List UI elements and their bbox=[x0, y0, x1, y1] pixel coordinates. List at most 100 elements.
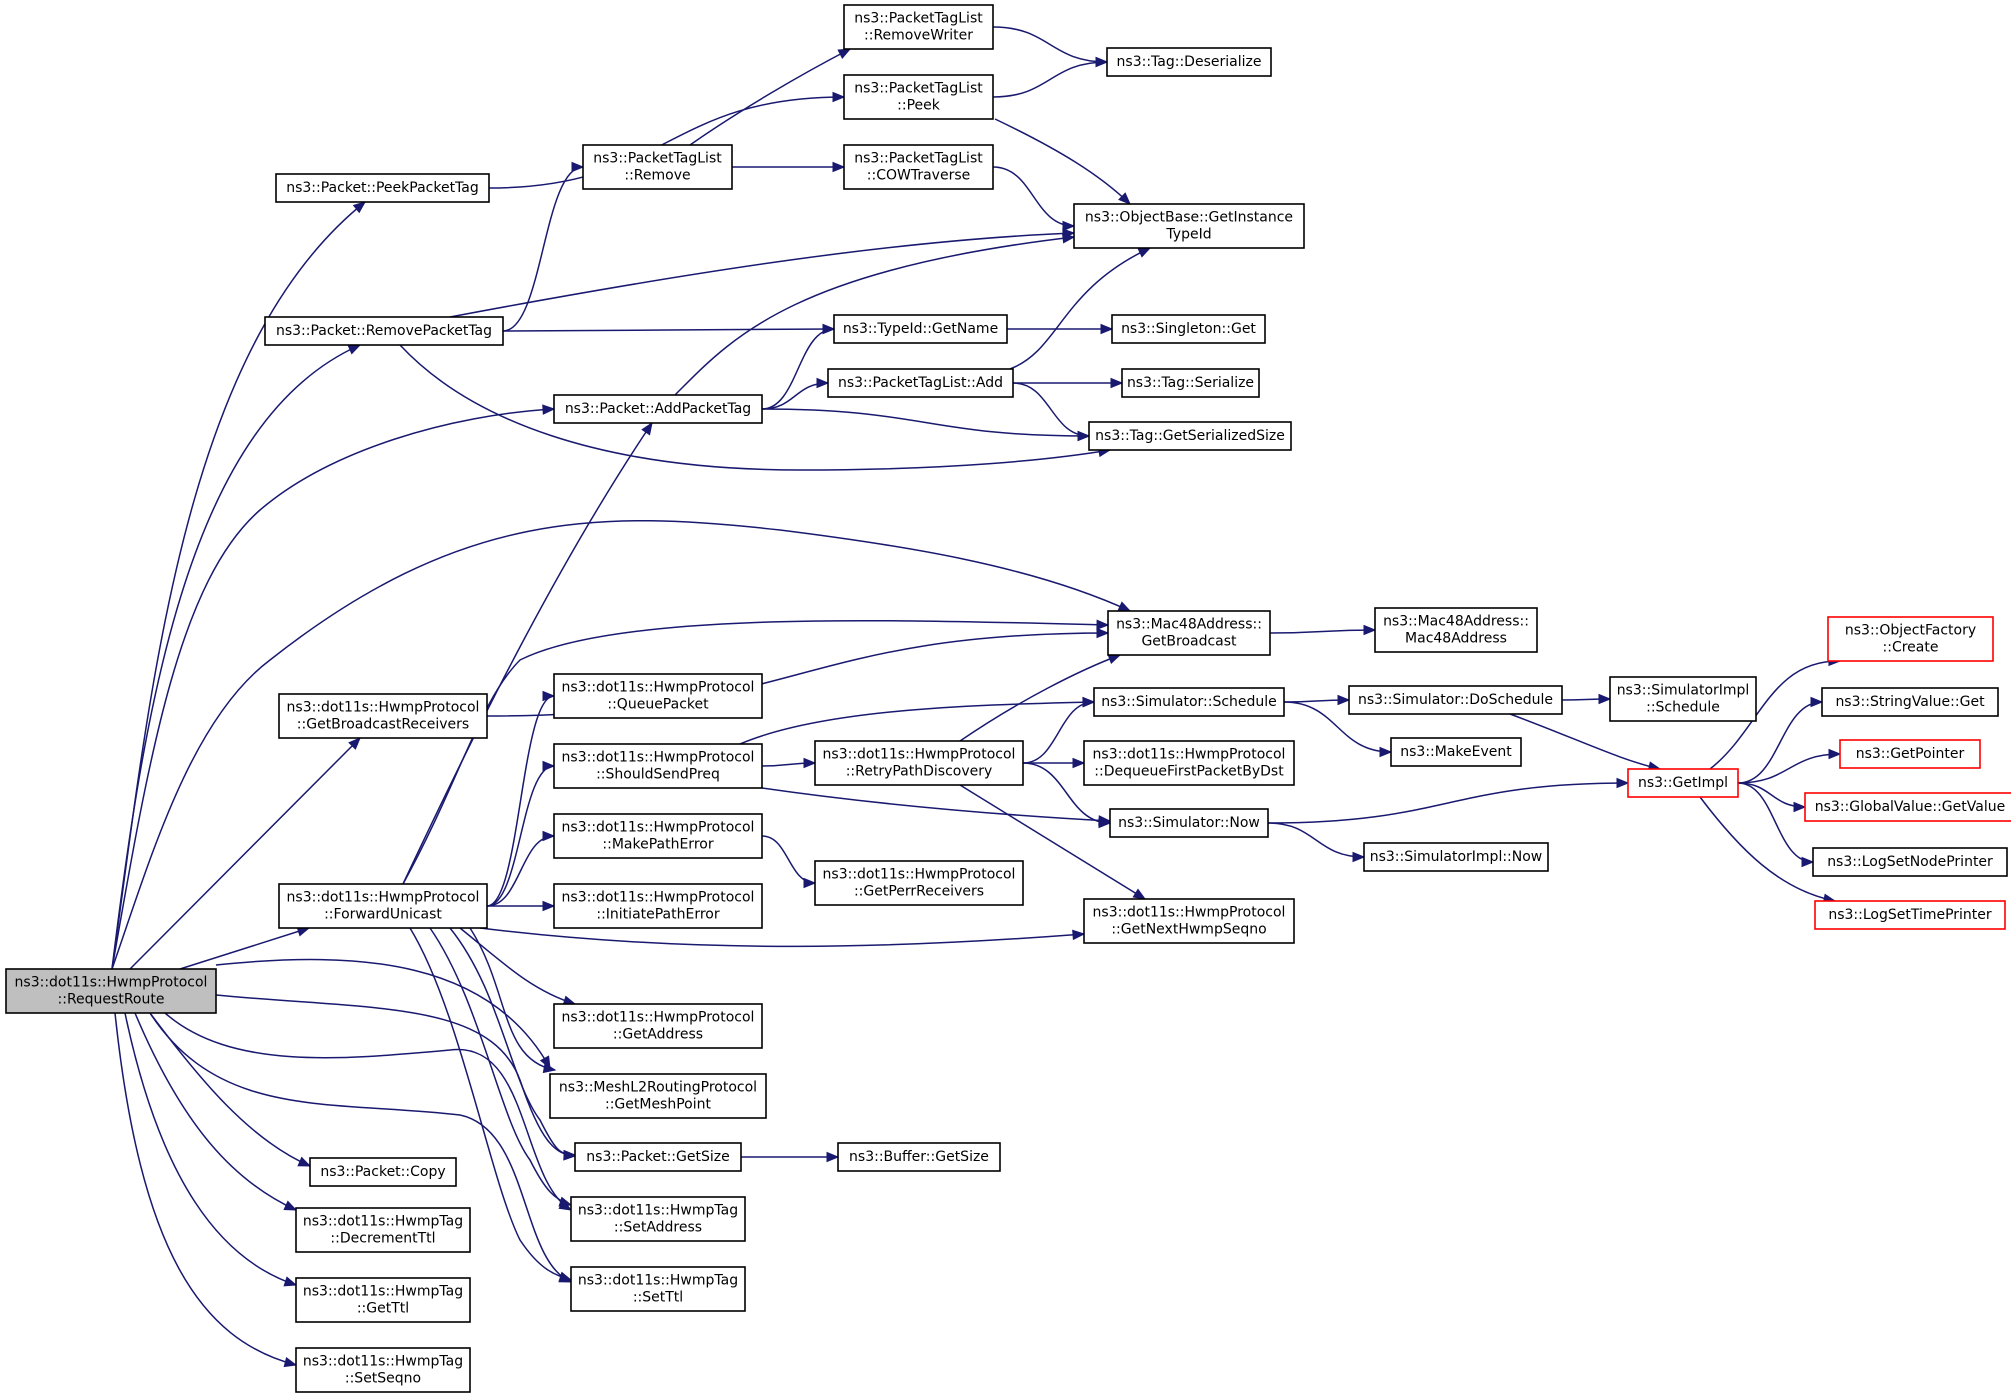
node-tag-get-serialized-size[interactable]: ns3::Tag::GetSerializedSize bbox=[1088, 421, 1292, 451]
edge-line bbox=[111, 520, 1131, 970]
node-get-impl[interactable]: ns3::GetImpl bbox=[1627, 768, 1739, 798]
node-mac48-get-broadcast[interactable]: ns3::Mac48Address::GetBroadcast bbox=[1107, 610, 1271, 656]
node-ptl-add[interactable]: ns3::PacketTagList::Add bbox=[827, 368, 1014, 398]
node-label-line: ns3::dot11s::HwmpTag bbox=[578, 1203, 738, 1219]
node-label-line: ns3::Singleton::Get bbox=[1121, 321, 1256, 337]
node-peek-packet-tag[interactable]: ns3::Packet::PeekPacketTag bbox=[275, 173, 490, 203]
node-add-packet-tag[interactable]: ns3::Packet::AddPacketTag bbox=[553, 394, 763, 424]
arrowhead bbox=[1096, 627, 1110, 639]
node-tag-deserialize[interactable]: ns3::Tag::Deserialize bbox=[1106, 47, 1272, 77]
node-set-ttl[interactable]: ns3::dot11s::HwmpTag::SetTtl bbox=[570, 1266, 746, 1312]
edge-line bbox=[149, 1012, 311, 1167]
edge-ptl-add-to-tag-serialize bbox=[1013, 377, 1124, 389]
node-retry-path-discovery[interactable]: ns3::dot11s::HwmpProtocol::RetryPathDisc… bbox=[814, 740, 1024, 786]
node-forward-unicast[interactable]: ns3::dot11s::HwmpProtocol::ForwardUnicas… bbox=[278, 883, 488, 929]
node-set-address[interactable]: ns3::dot11s::HwmpTag::SetAddress bbox=[570, 1196, 746, 1242]
node-get-perr-receivers[interactable]: ns3::dot11s::HwmpProtocol::GetPerrReceiv… bbox=[814, 860, 1024, 906]
node-label-line: ::GetPerrReceivers bbox=[854, 884, 984, 900]
node-label-line: ::QueuePacket bbox=[607, 697, 709, 713]
node-object-factory-create[interactable]: ns3::ObjectFactory::Create bbox=[1827, 616, 1994, 662]
node-ptl-remove-writer[interactable]: ns3::PacketTagList::RemoveWriter bbox=[843, 4, 994, 50]
edge-line bbox=[761, 835, 816, 884]
edge-ptl-peek-to-tag-deserialize bbox=[992, 56, 1109, 98]
node-box bbox=[1348, 685, 1563, 715]
node-tag-serialize[interactable]: ns3::Tag::Serialize bbox=[1121, 368, 1260, 398]
node-box bbox=[1109, 808, 1269, 838]
node-label-line: ::DecrementTtl bbox=[330, 1231, 435, 1247]
node-make-path-error[interactable]: ns3::dot11s::HwmpProtocol::MakePathError bbox=[553, 813, 763, 859]
node-label-line: ns3::GlobalValue::GetValue bbox=[1815, 799, 2005, 815]
node-global-value-get-value[interactable]: ns3::GlobalValue::GetValue bbox=[1804, 792, 2011, 822]
edge-simulator-do-schedule-to-get-impl bbox=[1509, 713, 1662, 772]
node-get-mesh-point[interactable]: ns3::MeshL2RoutingProtocol::GetMeshPoint bbox=[549, 1073, 767, 1119]
arrowhead bbox=[297, 1156, 312, 1167]
edge-ptl-add-to-tag-get-serialized-size bbox=[1012, 382, 1091, 442]
node-simulator-impl-schedule[interactable]: ns3::SimulatorImpl::Schedule bbox=[1609, 676, 1757, 722]
node-ptl-peek[interactable]: ns3::PacketTagList::Peek bbox=[843, 74, 994, 120]
node-log-set-node-printer[interactable]: ns3::LogSetNodePrinter bbox=[1812, 847, 2008, 877]
edge-line bbox=[992, 61, 1108, 98]
edge-forward-unicast-to-initiate-path-error bbox=[487, 900, 556, 912]
edge-forward-unicast-to-make-path-error bbox=[486, 830, 556, 907]
node-make-event[interactable]: ns3::MakeEvent bbox=[1390, 737, 1522, 767]
node-decrement-ttl[interactable]: ns3::dot11s::HwmpTag::DecrementTtl bbox=[295, 1207, 471, 1253]
edge-should-send-preq-to-retry-path-discovery bbox=[761, 757, 817, 769]
node-label-line: ns3::Simulator::Now bbox=[1118, 815, 1260, 831]
node-simulator-impl-now[interactable]: ns3::SimulatorImpl::Now bbox=[1363, 842, 1549, 872]
node-set-seqno[interactable]: ns3::dot11s::HwmpTag::SetSeqno bbox=[295, 1347, 471, 1393]
node-label-line: ::Remove bbox=[624, 168, 690, 184]
node-get-pointer[interactable]: ns3::GetPointer bbox=[1839, 739, 1981, 769]
node-packet-get-size[interactable]: ns3::Packet::GetSize bbox=[574, 1142, 742, 1172]
node-simulator-now[interactable]: ns3::Simulator::Now bbox=[1109, 808, 1269, 838]
edge-line bbox=[1509, 713, 1661, 770]
arrowhead bbox=[832, 91, 846, 103]
node-packet-copy[interactable]: ns3::Packet::Copy bbox=[309, 1157, 457, 1187]
node-initiate-path-error[interactable]: ns3::dot11s::HwmpProtocol::InitiatePathE… bbox=[553, 883, 763, 929]
node-get-broadcast-receivers[interactable]: ns3::dot11s::HwmpProtocol::GetBroadcastR… bbox=[278, 693, 488, 739]
node-mac48-ctor[interactable]: ns3::Mac48Address::Mac48Address bbox=[1374, 607, 1538, 653]
node-buffer-get-size[interactable]: ns3::Buffer::GetSize bbox=[837, 1142, 1001, 1172]
node-ptl-remove[interactable]: ns3::PacketTagList::Remove bbox=[582, 144, 733, 190]
node-label-line: ns3::Simulator::Schedule bbox=[1101, 694, 1277, 710]
edge-line bbox=[124, 1012, 297, 1286]
node-get-ttl[interactable]: ns3::dot11s::HwmpTag::GetTtl bbox=[295, 1277, 471, 1323]
node-label-line: Mac48Address bbox=[1405, 631, 1507, 647]
edge-packet-get-size-to-buffer-get-size bbox=[741, 1151, 840, 1163]
arrowhead bbox=[826, 1151, 840, 1163]
node-label-line: ns3::dot11s::HwmpProtocol bbox=[562, 820, 755, 836]
edge-remove-packet-tag-to-type-id-get-name bbox=[502, 323, 836, 335]
node-simulator-schedule[interactable]: ns3::Simulator::Schedule bbox=[1093, 687, 1285, 717]
node-singleton-get[interactable]: ns3::Singleton::Get bbox=[1111, 314, 1266, 344]
node-simulator-do-schedule[interactable]: ns3::Simulator::DoSchedule bbox=[1348, 685, 1563, 715]
edge-line bbox=[1269, 629, 1376, 634]
node-remove-packet-tag[interactable]: ns3::Packet::RemovePacketTag bbox=[264, 316, 504, 346]
node-get-address[interactable]: ns3::dot11s::HwmpProtocol::GetAddress bbox=[553, 1003, 763, 1049]
node-label-line: ns3::dot11s::HwmpProtocol bbox=[562, 890, 755, 906]
arrowhead bbox=[542, 690, 556, 702]
node-log-set-time-printer[interactable]: ns3::LogSetTimePrinter bbox=[1814, 900, 2006, 930]
node-label-line: ns3::SimulatorImpl bbox=[1617, 683, 1750, 699]
arrowhead bbox=[1072, 757, 1086, 769]
node-ptl-cowtraverse[interactable]: ns3::PacketTagList::COWTraverse bbox=[843, 144, 994, 190]
node-label-line: ns3::dot11s::HwmpProtocol bbox=[287, 890, 480, 906]
edge-line bbox=[111, 344, 361, 970]
edge-line bbox=[761, 328, 835, 410]
node-type-id-get-name[interactable]: ns3::TypeId::GetName bbox=[833, 314, 1008, 344]
edge-line bbox=[1709, 660, 1841, 770]
edge-add-packet-tag-to-get-instance-type-id bbox=[674, 233, 1076, 396]
node-box bbox=[278, 693, 488, 739]
edge-get-impl-to-log-set-node-printer bbox=[1737, 782, 1815, 868]
edge-line bbox=[992, 166, 1075, 227]
edge-line bbox=[1267, 822, 1365, 858]
node-should-send-preq[interactable]: ns3::dot11s::HwmpProtocol::ShouldSendPre… bbox=[553, 743, 763, 789]
node-get-next-hwmp-seqno[interactable]: ns3::dot11s::HwmpProtocol::GetNextHwmpSe… bbox=[1083, 898, 1295, 944]
node-queue-packet[interactable]: ns3::dot11s::HwmpProtocol::QueuePacket bbox=[553, 673, 763, 719]
node-dequeue-first-packet-by-dst[interactable]: ns3::dot11s::HwmpProtocol::DequeueFirstP… bbox=[1083, 740, 1295, 786]
edge-line bbox=[761, 787, 1111, 822]
node-string-value-get[interactable]: ns3::StringValue::Get bbox=[1821, 687, 1999, 717]
edge-request-route-to-get-ttl bbox=[124, 1012, 298, 1287]
node-label-line: ns3::dot11s::HwmpProtocol bbox=[562, 1010, 755, 1026]
edge-line bbox=[114, 1012, 297, 1366]
arrowhead bbox=[348, 737, 361, 750]
